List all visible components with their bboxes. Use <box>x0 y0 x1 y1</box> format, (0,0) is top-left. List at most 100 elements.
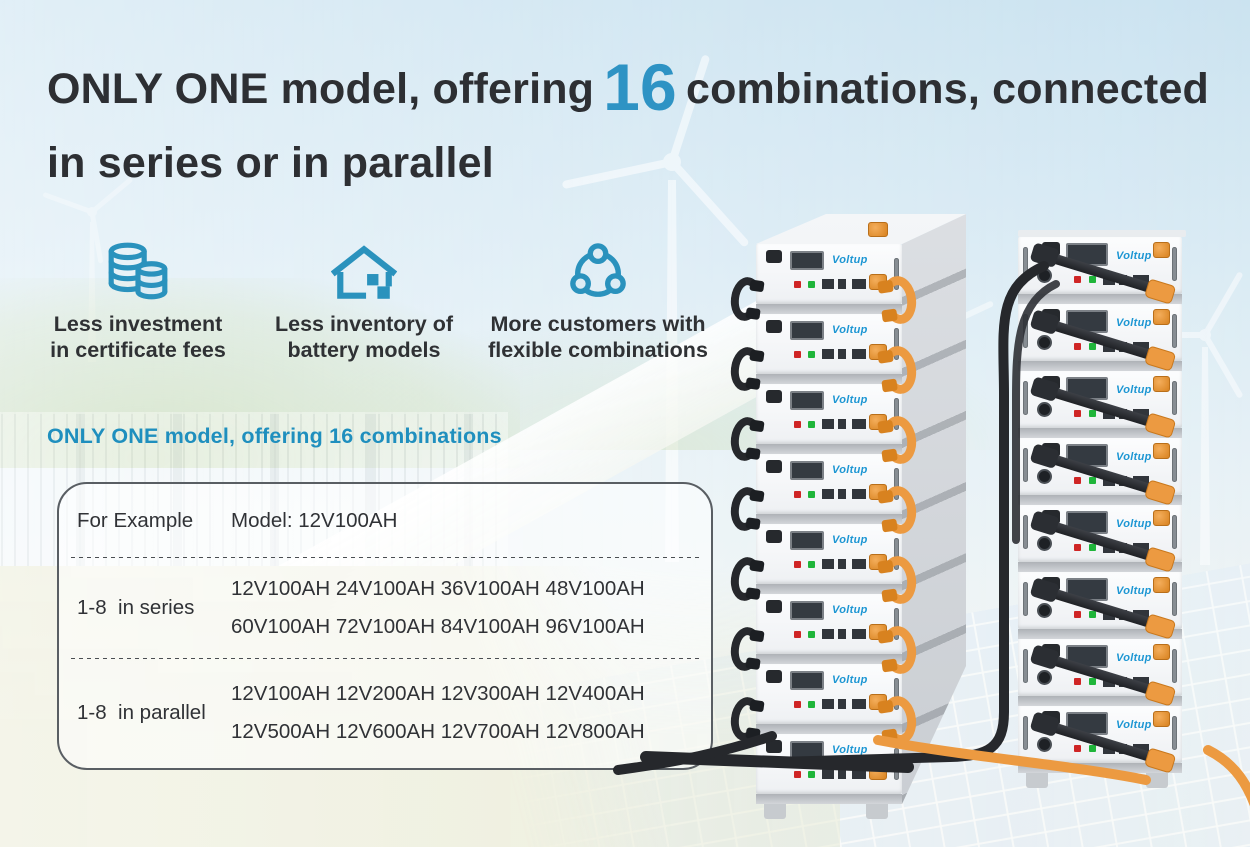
battery-module: Voltup <box>728 454 920 537</box>
status-led-red <box>794 771 801 778</box>
battery-module: Voltup <box>1018 572 1182 639</box>
module-gap <box>756 444 902 454</box>
status-led-red <box>794 561 801 568</box>
status-led-green <box>808 771 815 778</box>
status-led-red <box>1074 343 1081 350</box>
status-led-green <box>1089 343 1096 350</box>
terminal-round <box>1037 469 1052 484</box>
module-gap <box>756 374 902 384</box>
module-gap <box>756 514 902 524</box>
separator <box>71 657 699 659</box>
module-handle-right <box>1172 247 1177 281</box>
module-handle-right <box>1172 448 1177 482</box>
status-led-green <box>808 561 815 568</box>
brand-logo: Voltup <box>832 744 868 756</box>
status-led-red <box>794 701 801 708</box>
status-led-green <box>808 281 815 288</box>
module-gap <box>1018 629 1182 639</box>
terminal-black <box>766 600 782 613</box>
module-front-panel: Voltup <box>756 734 902 794</box>
module-handle-left <box>1023 247 1028 281</box>
module-display <box>790 461 824 480</box>
section-heading: ONLY ONE model, offering 16 combinations <box>47 424 502 448</box>
status-led-red <box>1074 477 1081 484</box>
tower-top-lid <box>1018 230 1186 237</box>
module-gap <box>756 724 902 734</box>
battery-module: Voltup <box>728 314 920 397</box>
top-terminal-orange <box>868 222 888 237</box>
battery-module: Voltup <box>1018 505 1182 572</box>
module-front-panel: Voltup <box>1018 438 1182 500</box>
status-led-red <box>794 421 801 428</box>
brand-logo: Voltup <box>832 464 868 476</box>
status-led-red <box>1074 276 1081 283</box>
network-icon <box>470 230 726 302</box>
tower-foot <box>866 804 888 819</box>
status-led-red <box>1074 678 1081 685</box>
battery-module: Voltup <box>1018 237 1182 304</box>
battery-module: Voltup <box>728 664 920 747</box>
terminal-round <box>1037 268 1052 283</box>
status-led-green <box>1089 477 1096 484</box>
green-hill-background <box>0 278 520 468</box>
status-led-red <box>794 281 801 288</box>
terminal-black <box>766 530 782 543</box>
table-row-series: 1-8 in series 12V100AH 24V100AH 36V100AH… <box>59 558 711 657</box>
status-led-green <box>1089 276 1096 283</box>
status-led-green <box>808 631 815 638</box>
battery-module: Voltup <box>1018 304 1182 371</box>
title-line2: in series or in parallel <box>47 139 494 187</box>
status-led-green <box>808 421 815 428</box>
brand-logo: Voltup <box>1116 317 1152 329</box>
module-handle-left <box>1023 716 1028 750</box>
table-row-parallel: 1-8 in parallel 12V100AH 12V200AH 12V300… <box>59 659 711 768</box>
brand-logo: Voltup <box>1116 384 1152 396</box>
module-front-panel: Voltup <box>1018 572 1182 634</box>
module-display <box>790 671 824 690</box>
module-gap <box>756 584 902 594</box>
status-led-red <box>1074 410 1081 417</box>
tower-foot <box>1026 773 1048 788</box>
terminal-round <box>1037 402 1052 417</box>
module-front-panel: Voltup <box>1018 304 1182 366</box>
terminal-black <box>766 670 782 683</box>
battery-module: Voltup <box>728 384 920 467</box>
battery-module: Voltup <box>1018 706 1182 773</box>
title-highlight-number: 16 <box>603 50 677 124</box>
battery-module: Voltup <box>728 524 920 607</box>
module-handle-left <box>1023 582 1028 616</box>
module-front-panel: Voltup <box>728 664 920 747</box>
module-handle-left <box>1023 649 1028 683</box>
module-display <box>790 531 824 550</box>
status-led-red <box>1074 745 1081 752</box>
port-block <box>822 629 866 639</box>
row-value: Model: 12V100AH <box>231 508 398 532</box>
brand-logo: Voltup <box>832 534 868 546</box>
row-label: For Example <box>77 508 194 532</box>
title-text-pre: ONLY ONE model, offering <box>47 65 595 113</box>
terminal-orange <box>1153 644 1170 660</box>
module-front-panel: Voltup <box>1018 371 1182 433</box>
coins-icon <box>36 230 240 302</box>
module-display <box>790 391 824 410</box>
module-front-panel: Voltup <box>1018 706 1182 768</box>
brand-logo: Voltup <box>1116 250 1152 262</box>
module-display <box>790 601 824 620</box>
module-front-panel: Voltup <box>728 314 920 397</box>
module-handle-right <box>1172 649 1177 683</box>
title-text-post: combinations, connected <box>685 65 1210 113</box>
port-block <box>822 279 866 289</box>
module-handle-right <box>1172 716 1177 750</box>
brand-logo: Voltup <box>1116 719 1152 731</box>
tower-foot <box>1146 773 1168 788</box>
separator <box>71 557 699 559</box>
brand-logo: Voltup <box>832 254 868 266</box>
battery-module: Voltup <box>1018 639 1182 706</box>
terminal-round <box>1037 737 1052 752</box>
brand-logo: Voltup <box>832 674 868 686</box>
module-front-panel: Voltup <box>1018 639 1182 701</box>
port-block <box>822 559 866 569</box>
brand-logo: Voltup <box>1116 518 1152 530</box>
